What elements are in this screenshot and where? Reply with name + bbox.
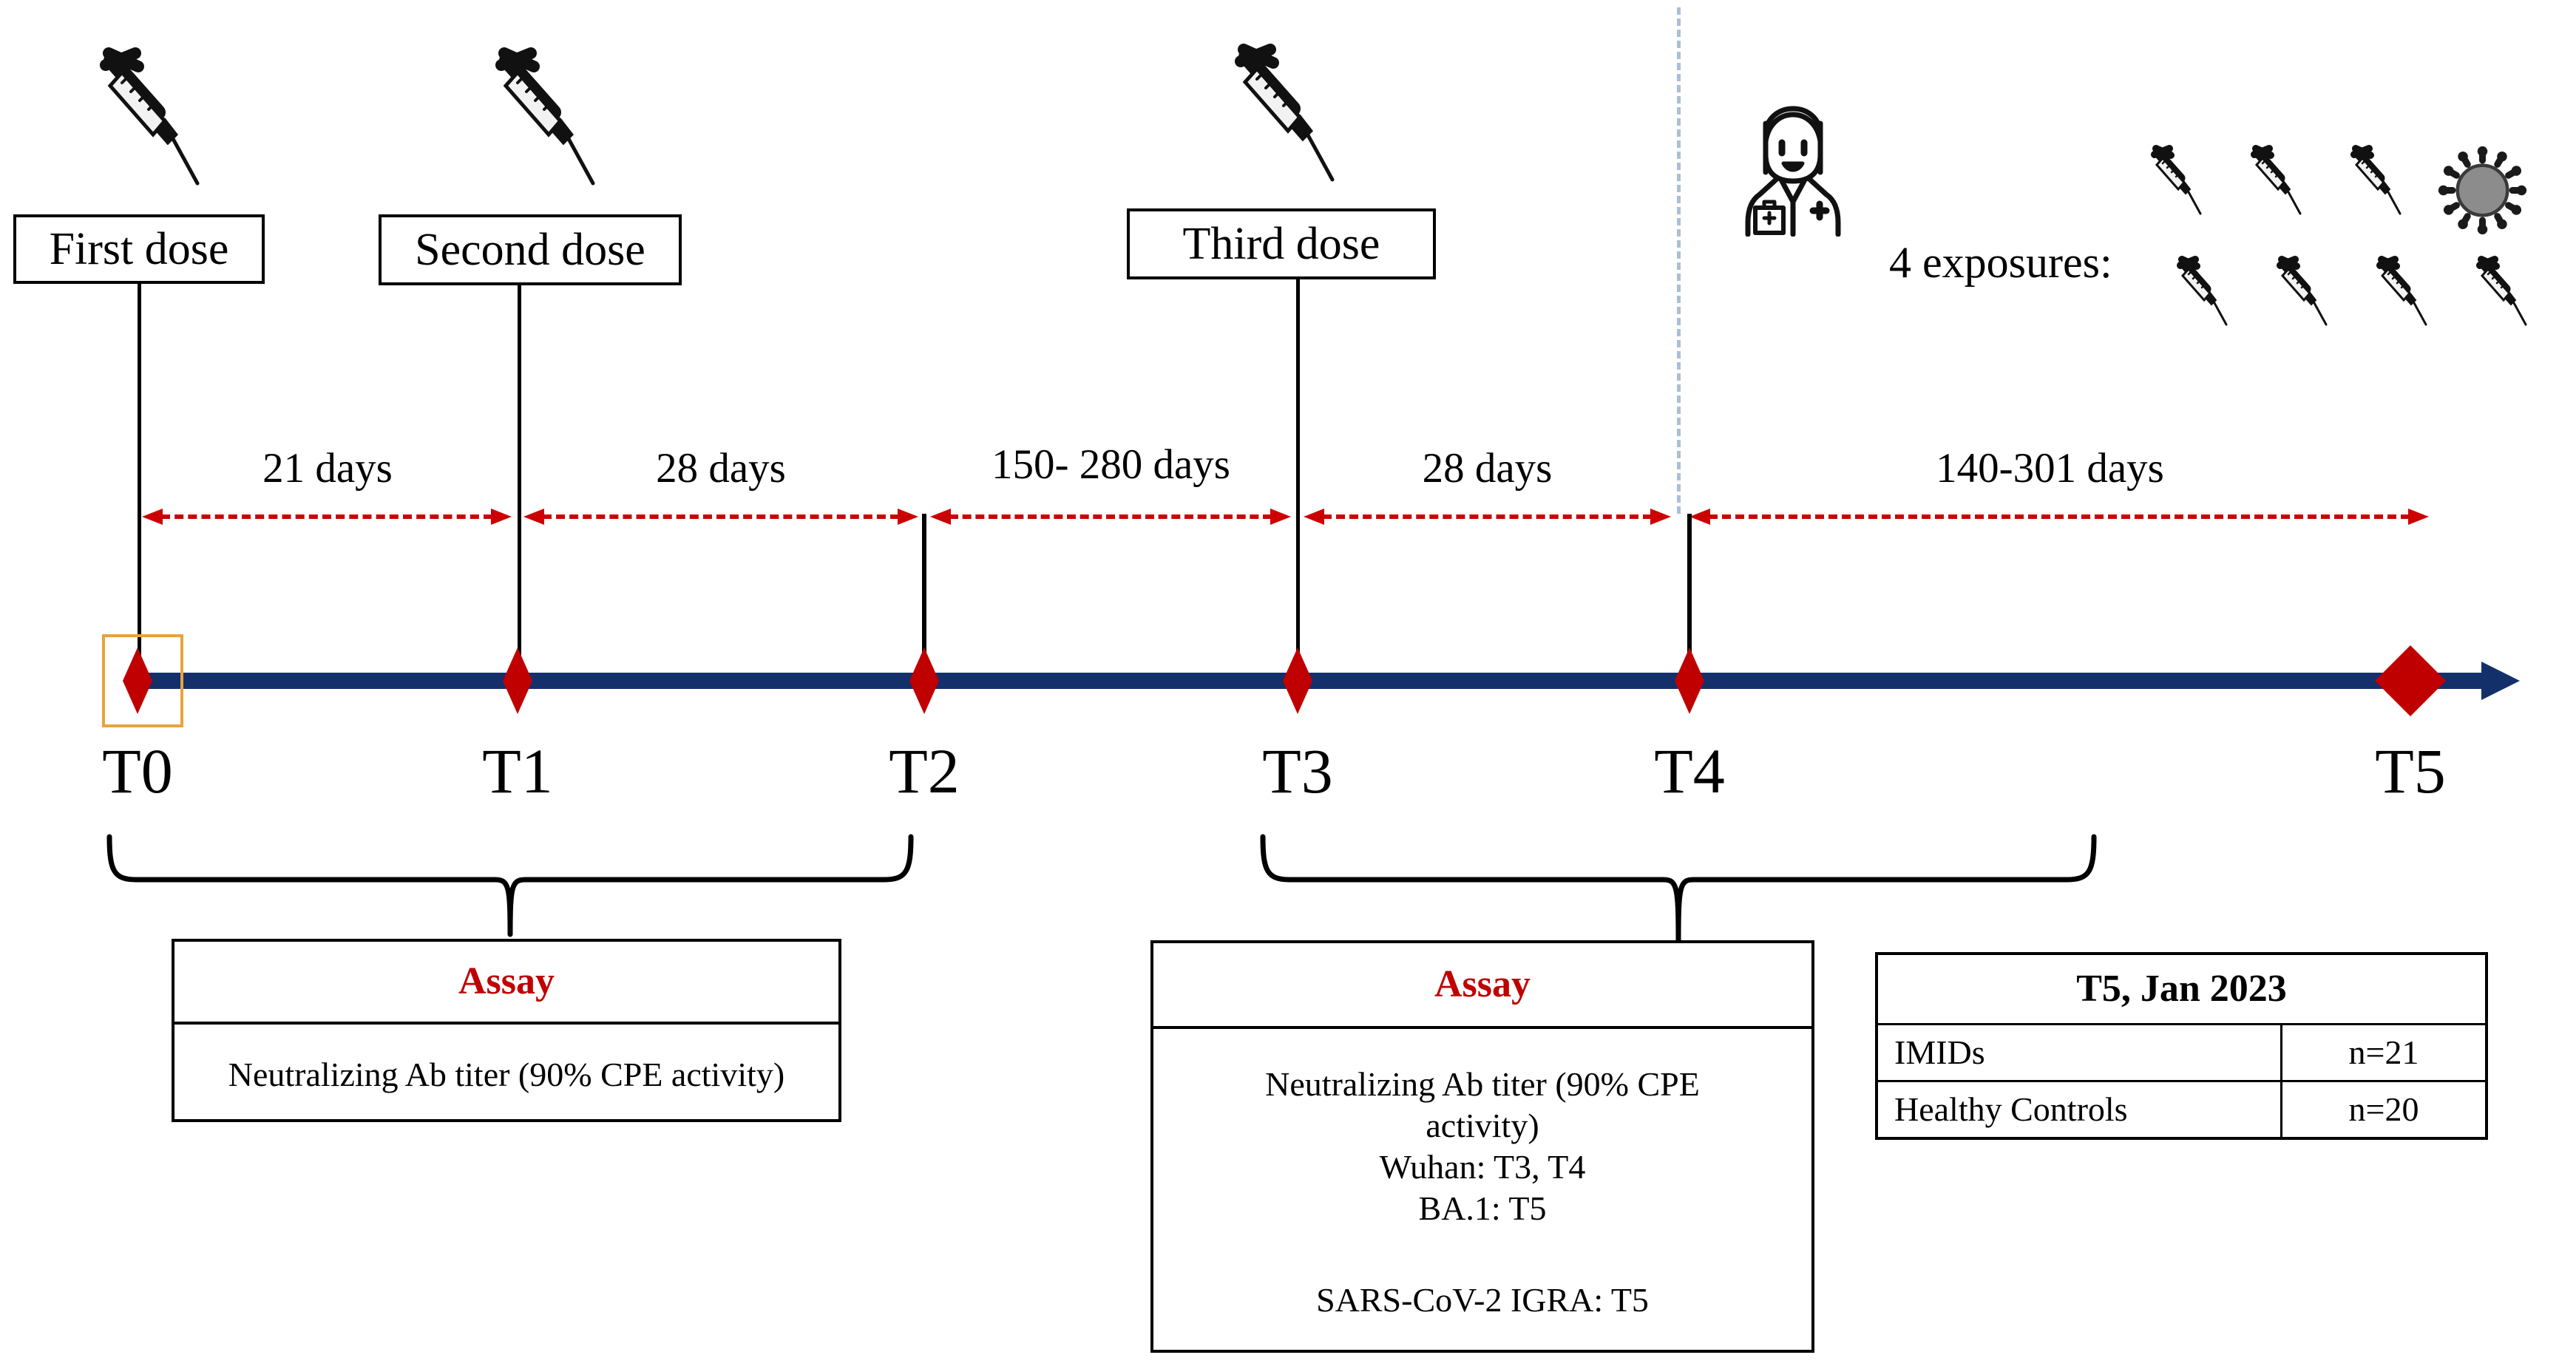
exposures-label: 4 exposures:	[1889, 238, 2112, 287]
arrow-shaft	[1709, 514, 2410, 519]
arrow-head-right	[1650, 509, 1671, 525]
guide-line-t4	[1677, 7, 1681, 514]
dose-label-third: Third dose	[1182, 219, 1380, 269]
assay-2-line-3: Wuhan: T3, T4	[1379, 1147, 1586, 1186]
arrow-shaft	[543, 514, 899, 519]
syringe-icon-third-dose	[1235, 44, 1335, 182]
timepoint-label-t1: T1	[482, 736, 553, 806]
arrow-head-left	[1304, 509, 1324, 525]
arrow-head-right	[2408, 509, 2429, 525]
arrow-shaft	[949, 514, 1272, 519]
arrow-head-right	[491, 509, 512, 525]
syringe-icon-exposure-3	[2350, 145, 2402, 215]
dose-box-first: First dose	[13, 214, 265, 284]
arrow-shaft	[1323, 514, 1652, 519]
cohort-row-1-label: Healthy Controls	[1875, 1080, 2282, 1140]
syringe-icon-exposure-7	[2476, 256, 2527, 326]
interval-label-t1-t2: 28 days	[656, 445, 786, 492]
syringe-icon-second-dose	[495, 47, 595, 186]
timepoint-marker-t3	[1283, 648, 1312, 714]
syringe-icon-exposure-5	[2277, 256, 2328, 326]
assay-2-line-2: activity)	[1426, 1106, 1539, 1144]
timepoint-marker-t4	[1675, 648, 1704, 714]
dose-stem-second	[518, 285, 521, 680]
assay-2-line-6: SARS-CoV-2 IGRA: T5	[1316, 1281, 1649, 1319]
t0-highlight-box	[102, 634, 183, 727]
measure-arrow-t1-t2	[523, 509, 918, 525]
arrow-head-right	[1270, 509, 1291, 525]
dose-stem-first	[138, 284, 141, 680]
assay-box-1: Assay Neutralizing Ab titer (90% CPE act…	[172, 939, 841, 1122]
interval-label-t2-t3: 150- 280 days	[992, 441, 1230, 488]
measure-arrow-t0-t1	[142, 509, 512, 525]
timepoint-label-t5: T5	[2375, 736, 2446, 806]
syringe-icon-exposure-6	[2376, 256, 2427, 326]
virus-icon	[2438, 146, 2527, 235]
syringe-icon-exposure-4	[2177, 256, 2228, 326]
assay-2-body: Neutralizing Ab titer (90% CPE activity)…	[1153, 1029, 1811, 1356]
timepoint-marker-t2	[909, 648, 939, 714]
timepoint-label-t2: T2	[889, 736, 960, 806]
arrow-head-left	[523, 509, 544, 525]
brace-assay-1	[106, 834, 914, 937]
dose-box-third: Third dose	[1127, 208, 1436, 279]
cohort-table-header: T5, Jan 2023	[1875, 952, 2488, 1025]
interval-label-t3-t4: 28 days	[1422, 445, 1553, 492]
arrow-head-left	[142, 509, 163, 525]
arrow-head-left	[1689, 509, 1710, 525]
syringe-icon-exposure-2	[2251, 145, 2302, 215]
brace-assay-2	[1260, 834, 2097, 943]
dose-box-second: Second dose	[379, 214, 682, 285]
table-header-row: T5, Jan 2023	[1875, 952, 2488, 1025]
cohort-table: T5, Jan 2023 IMIDs n=21 Healthy Controls…	[1875, 952, 2488, 1140]
timeline-axis-arrowhead	[2481, 662, 2520, 700]
assay-2-line-1: Neutralizing Ab titer (90% CPE	[1265, 1064, 1700, 1103]
doctor-icon	[1745, 106, 1841, 237]
dose-label-second: Second dose	[415, 225, 645, 275]
syringe-icon-exposure-1	[2151, 145, 2202, 215]
arrow-head-right	[898, 509, 918, 525]
measure-arrow-t2-t3	[930, 509, 1291, 525]
interval-label-t4-t5: 140-301 days	[1936, 445, 2164, 492]
assay-1-line-1: Neutralizing Ab titer (90% CPE activity)	[228, 1055, 785, 1093]
table-row: Healthy Controls n=20	[1875, 1080, 2488, 1140]
tick-stem-t4	[1687, 514, 1692, 680]
dose-stem-third	[1296, 279, 1300, 680]
measure-arrow-t4-t5	[1689, 509, 2429, 525]
assay-1-body: Neutralizing Ab titer (90% CPE activity)	[174, 1025, 838, 1125]
timepoint-marker-t5	[2375, 645, 2446, 716]
assay-box-2: Assay Neutralizing Ab titer (90% CPE act…	[1150, 940, 1814, 1353]
cohort-row-1-value: n=20	[2280, 1080, 2488, 1140]
dose-label-first: First dose	[49, 224, 229, 274]
interval-label-t0-t1: 21 days	[262, 445, 393, 492]
assay-2-title: Assay	[1153, 943, 1811, 1029]
assay-2-line-4: BA.1: T5	[1418, 1189, 1547, 1228]
syringe-icon-first-dose	[100, 47, 200, 186]
table-row: IMIDs n=21	[1875, 1023, 2488, 1082]
arrow-shaft	[161, 514, 492, 519]
timepoint-label-t4: T4	[1654, 736, 1725, 806]
timepoint-marker-t1	[503, 648, 532, 714]
tick-stem-t2	[922, 514, 926, 680]
assay-1-title: Assay	[174, 942, 838, 1025]
cohort-row-0-value: n=21	[2280, 1023, 2488, 1082]
cohort-row-0-label: IMIDs	[1875, 1023, 2282, 1082]
arrow-head-left	[930, 509, 951, 525]
timepoint-label-t0: T0	[102, 736, 173, 806]
measure-arrow-t3-t4	[1304, 509, 1671, 525]
timepoint-label-t3: T3	[1262, 736, 1333, 806]
